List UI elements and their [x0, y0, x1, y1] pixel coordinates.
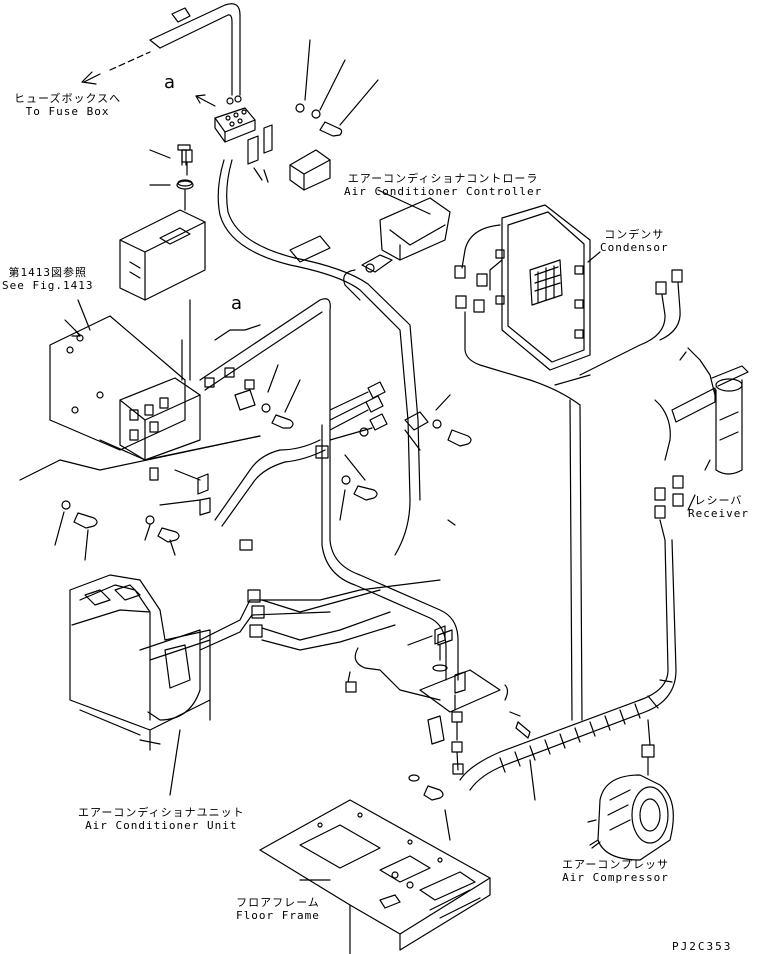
label-receiver-jp: レシーバ — [694, 494, 743, 507]
controller-box-left — [119, 149, 206, 381]
controller-harness — [217, 159, 451, 556]
label-controller-en: Air Conditioner Controller — [344, 185, 543, 198]
label-ac-unit: エアーコンディショナユニット Air Conditioner Unit — [78, 806, 245, 832]
label-receiver: レシーバ Receiver — [688, 494, 749, 520]
relay-panel — [19, 377, 261, 481]
lower-brackets — [345, 625, 531, 801]
label-floor-frame-jp: フロアフレーム — [236, 896, 320, 909]
fuse-box-harness — [81, 3, 241, 96]
fuse-block — [195, 94, 256, 143]
label-controller-jp: エアーコンディショナコントローラ — [347, 172, 539, 185]
label-floor-frame-en: Floor Frame — [236, 909, 320, 922]
label-fuse-box-jp: ヒューズボックスへ — [14, 92, 122, 105]
label-fuse-box-en: To Fuse Box — [25, 105, 110, 118]
floor-frame — [259, 799, 491, 954]
label-controller: エアーコンディショナコントローラ Air Conditioner Control… — [344, 172, 542, 198]
condensor — [454, 204, 591, 721]
label-see-fig-jp: 第1413図参照 — [8, 266, 87, 279]
label-receiver-en: Receiver — [688, 507, 749, 520]
ref-a-middle: a — [231, 293, 243, 314]
relay-panel-harness — [199, 298, 331, 429]
air-compressor — [587, 719, 674, 861]
main-harness — [159, 419, 459, 681]
label-ac-unit-en: Air Conditioner Unit — [85, 819, 238, 832]
drawing-code: PJ2C353 — [672, 940, 733, 953]
label-condensor: コンデンサ Condensor — [600, 228, 669, 254]
label-condensor-en: Condensor — [600, 241, 669, 254]
mounting-plate — [49, 315, 186, 451]
center-connectors — [329, 381, 472, 526]
label-floor-frame: フロアフレーム Floor Frame — [236, 896, 320, 922]
label-compressor-en: Air Compressor — [562, 871, 669, 884]
label-compressor: エアーコンプレッサ Air Compressor — [562, 858, 669, 884]
label-fuse-box: ヒューズボックスへ To Fuse Box — [14, 92, 121, 118]
ref-a-top: a — [164, 72, 176, 93]
air-conditioner-unit — [69, 574, 441, 751]
label-ac-unit-jp: エアーコンディショナユニット — [78, 806, 245, 819]
receiver-harness — [459, 269, 684, 791]
receiver — [671, 347, 749, 475]
loose-bolts — [54, 144, 453, 646]
label-see-fig: 第1413図参照 See Fig.1413 — [2, 266, 93, 292]
label-see-fig-en: See Fig.1413 — [2, 279, 94, 292]
label-condensor-jp: コンデンサ — [604, 228, 665, 241]
leader-lines — [77, 189, 696, 881]
label-compressor-jp: エアーコンプレッサ — [562, 858, 670, 871]
relay-parts — [247, 39, 379, 191]
